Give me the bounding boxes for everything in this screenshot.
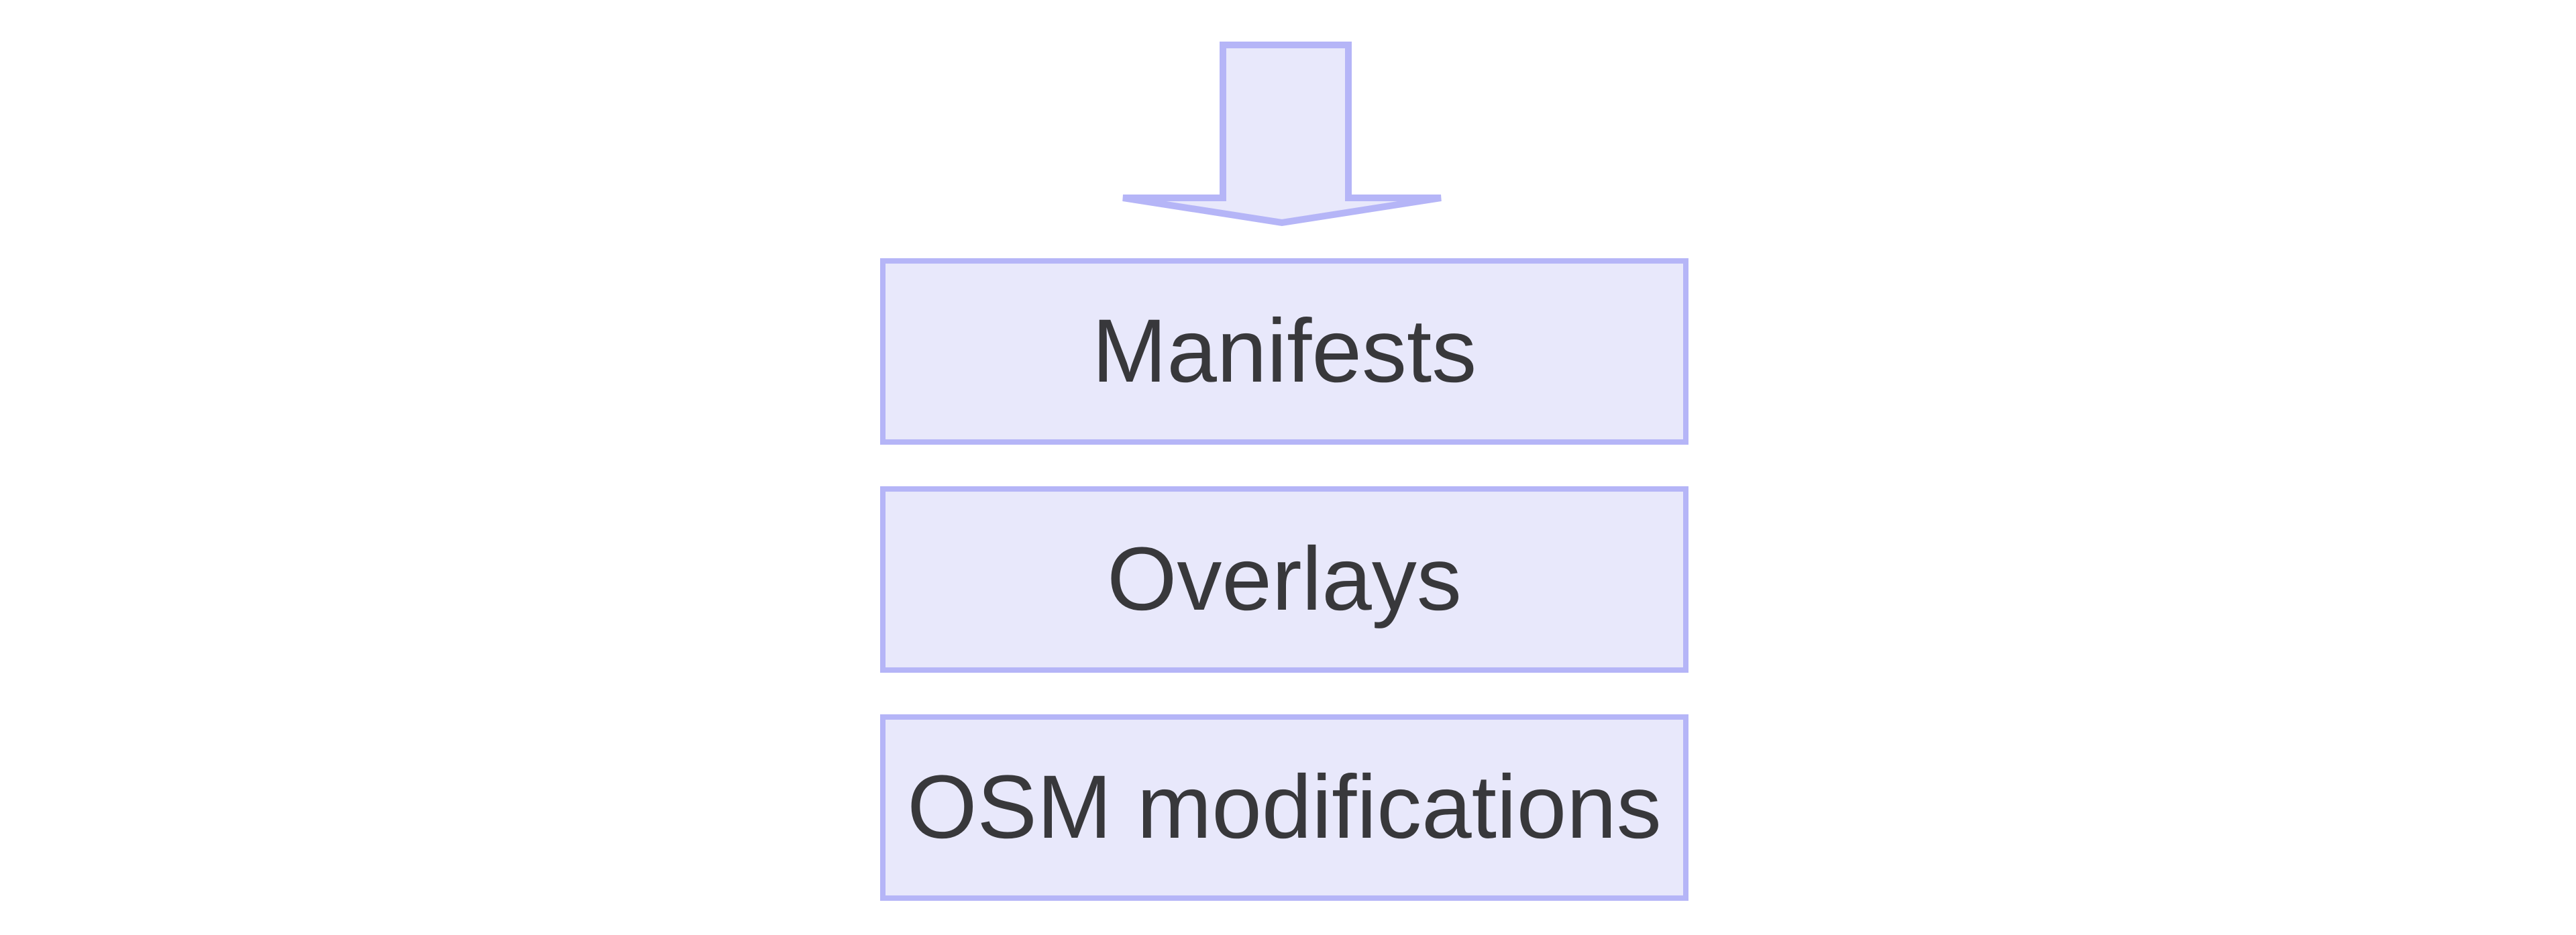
down-arrow-shape xyxy=(1122,42,1442,227)
node-overlays-label: Overlays xyxy=(1107,529,1462,629)
node-osm-modifications-label: OSM modifications xyxy=(907,757,1662,857)
node-overlays: Overlays xyxy=(880,486,1688,673)
node-osm-modifications: OSM modifications xyxy=(880,714,1688,901)
down-arrow-icon xyxy=(1122,42,1442,227)
node-manifests-label: Manifests xyxy=(1091,301,1477,401)
node-manifests: Manifests xyxy=(880,258,1688,445)
